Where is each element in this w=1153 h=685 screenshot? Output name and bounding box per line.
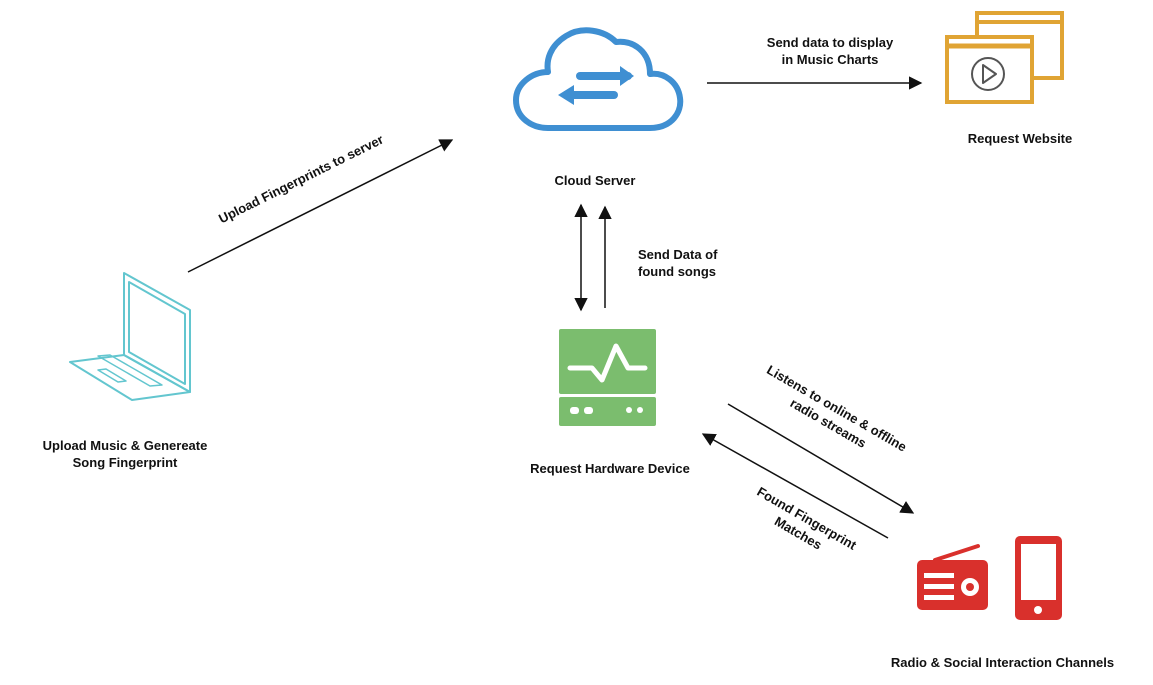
radio-social-label: Radio & Social Interaction Channels bbox=[890, 655, 1115, 670]
smartphone-icon bbox=[1015, 536, 1062, 620]
cloud-sync-icon bbox=[513, 27, 684, 131]
upload-arrow bbox=[187, 139, 454, 273]
request-website-label: Request Website bbox=[967, 131, 1073, 146]
upload-music-label-line2: Song Fingerprint bbox=[72, 455, 178, 470]
send-to-charts-label: Send data to display in Music Charts bbox=[730, 34, 930, 68]
matches-arrow bbox=[701, 433, 889, 539]
upload-music-label: Upload Music & Genereate Song Fingerprin… bbox=[10, 437, 240, 471]
listens-label-line1: Listens to online & offline bbox=[764, 362, 909, 454]
radio-icon bbox=[917, 544, 988, 610]
cloud-server-label: Cloud Server bbox=[554, 173, 636, 188]
upload-fingerprints-label: Upload Fingerprints to server bbox=[216, 132, 386, 227]
listens-arrow bbox=[727, 403, 915, 514]
send-to-charts-label-line2: in Music Charts bbox=[781, 52, 879, 67]
found-songs-label-line2: found songs bbox=[638, 264, 716, 279]
pulse-device-icon bbox=[559, 329, 656, 426]
upload-music-label-line1: Upload Music & Genereate bbox=[42, 438, 208, 453]
laptop-icon bbox=[69, 272, 191, 401]
send-to-charts-label-line1: Send data to display bbox=[766, 35, 894, 50]
found-songs-label: Send Data of found songs bbox=[638, 246, 768, 280]
found-songs-label-line1: Send Data of bbox=[638, 247, 718, 262]
hardware-device-label: Request Hardware Device bbox=[530, 461, 690, 476]
browser-windows-play-icon bbox=[945, 11, 1064, 104]
